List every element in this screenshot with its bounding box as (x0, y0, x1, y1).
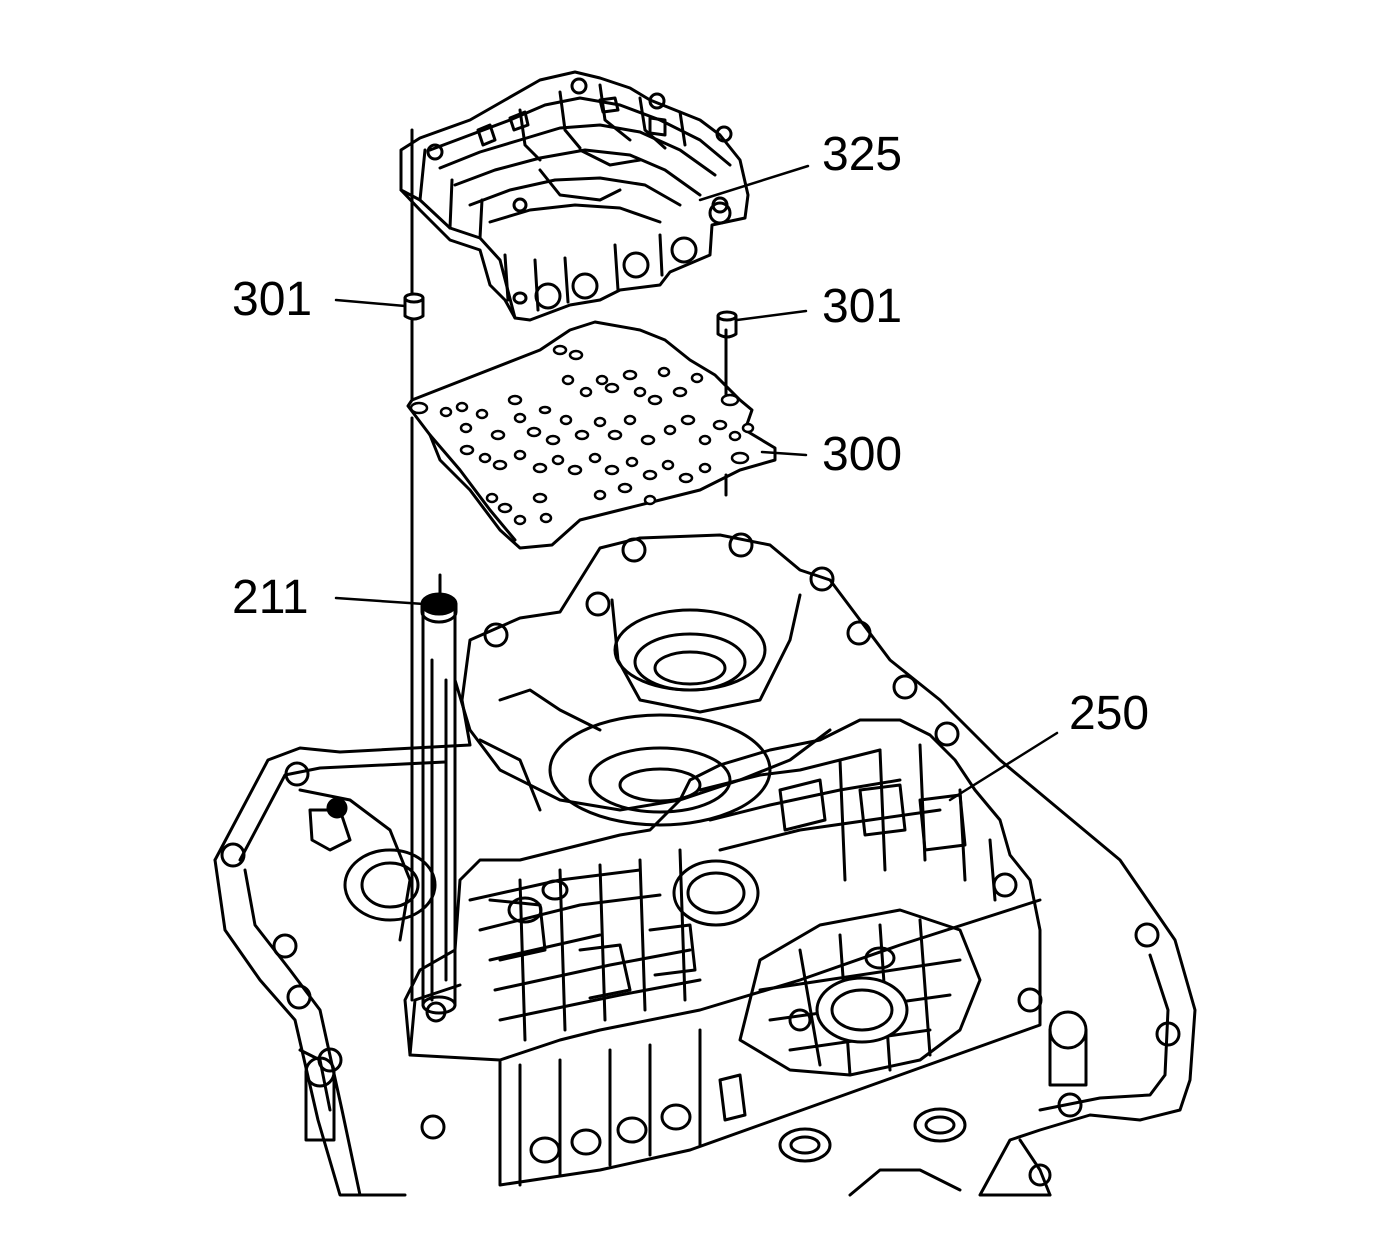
spacer-plate (408, 322, 775, 548)
callout-label-211: 211 (232, 571, 309, 624)
alignment-pins (405, 294, 736, 337)
callout-label-300: 300 (822, 428, 903, 481)
callout-label-301-right: 301 (822, 280, 903, 333)
lower-valve-body (405, 720, 1040, 1185)
upper-valve-body (401, 72, 748, 320)
leader-lines (336, 166, 1057, 800)
transmission-case (215, 534, 1195, 1195)
callout-label-250: 250 (1069, 687, 1150, 740)
callout-label-301-left: 301 (232, 273, 313, 326)
alignment-rod (412, 130, 726, 1000)
callout-label-325: 325 (822, 128, 903, 181)
guide-tool (422, 594, 456, 1013)
